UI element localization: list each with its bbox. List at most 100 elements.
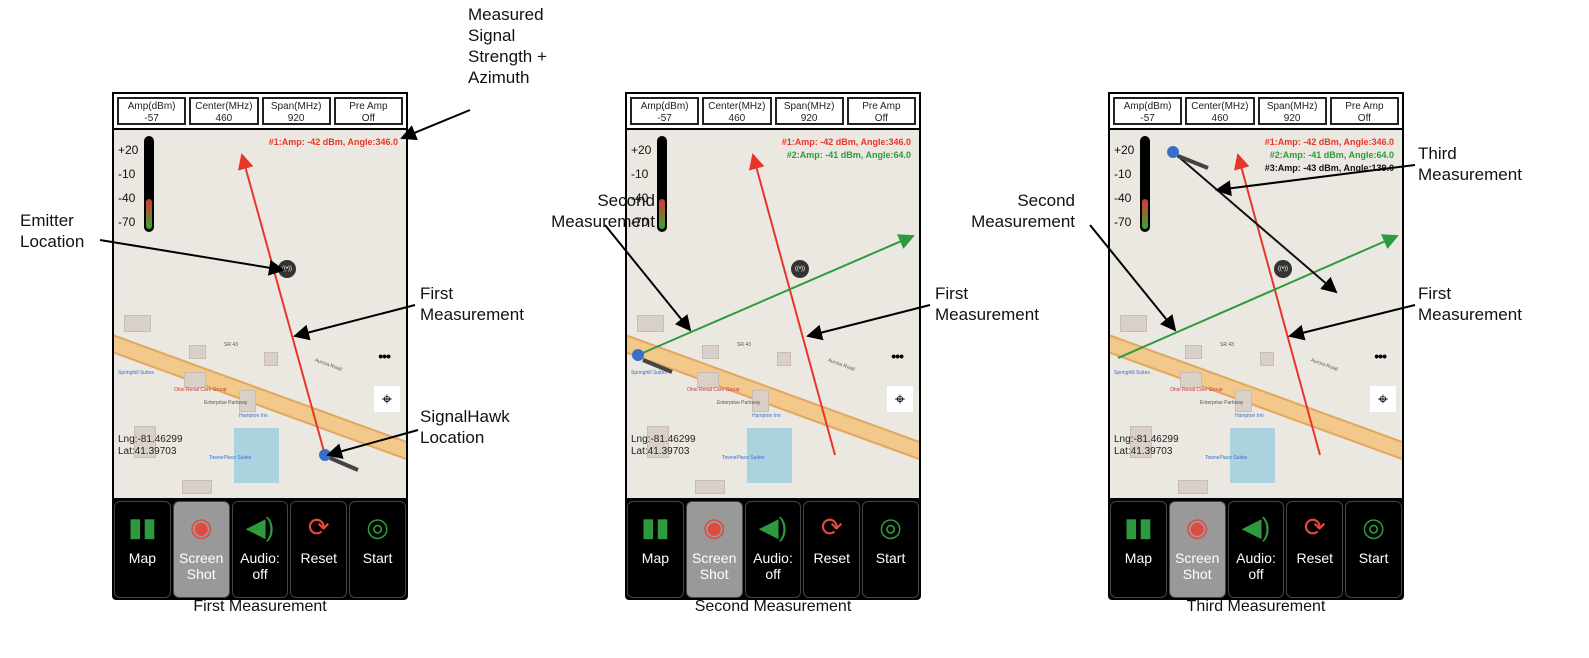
map-icon: ▮▮	[641, 512, 670, 542]
road-label: Aurora Road	[826, 357, 856, 373]
camera-icon: ◉	[1185, 512, 1209, 542]
building	[695, 480, 725, 494]
button-label: Reset	[813, 550, 851, 566]
annotation-first-2: First Measurement	[935, 284, 1039, 324]
setting-value: -57	[657, 113, 672, 124]
setting-label: Span(MHz)	[1266, 101, 1318, 112]
map-button[interactable]: ▮▮Map	[1110, 501, 1167, 598]
audiooff-button[interactable]: ◀)Audio: off	[1227, 501, 1285, 598]
scale-tick: -10	[118, 167, 136, 181]
radar-icon: ◎	[879, 512, 902, 542]
setting-centermhz[interactable]: Center(MHz)460	[189, 97, 259, 125]
annotation-signal: Measured Signal Strength + Azimuth	[468, 5, 547, 87]
start-button[interactable]: ◎Start	[349, 501, 406, 598]
building	[264, 352, 278, 366]
annotation-second-3: Second Measurement	[971, 191, 1075, 231]
setting-value: -57	[1140, 113, 1155, 124]
longitude: Lng:-81.46299	[118, 434, 183, 445]
more-options-button[interactable]: •••	[1374, 348, 1387, 364]
button-bar: ▮▮Map◉Screen Shot ◀) Audio: off ⟳Reset◎Star…	[625, 499, 921, 600]
map-label-hampton: Hampton Inn	[752, 413, 781, 419]
setting-ampdbm[interactable]: Amp(dBm)-57	[630, 97, 700, 125]
setting-value: 920	[800, 113, 818, 124]
setting-value: 460	[1211, 113, 1229, 124]
setting-label: Amp(dBm)	[1123, 101, 1172, 112]
building	[697, 372, 719, 388]
button-label: Start	[1358, 550, 1389, 566]
signal-meter	[657, 136, 667, 232]
button-label: Map	[1124, 550, 1153, 566]
screenshot-button[interactable]: ◉Screen Shot	[172, 501, 230, 598]
screenshot-button[interactable]: ◉ Screen Shot	[1168, 501, 1226, 598]
setting-ampdbm[interactable]: Amp(dBm)-57	[117, 97, 187, 125]
setting-label: Pre Amp	[862, 101, 901, 112]
building	[189, 345, 206, 359]
panel-caption: Third Measurement	[1186, 598, 1326, 615]
screenshot-button[interactable]: ◉Screen Shot	[685, 501, 743, 598]
measurement-readout: #1:Amp: -42 dBm, Angle:346.0	[268, 137, 398, 147]
building	[184, 372, 206, 388]
annotation-signalhawk: SignalHawk Location	[420, 407, 510, 447]
map-label-parkway: Enterprise Parkway	[717, 400, 761, 406]
reset-button[interactable]: ⟳Reset	[803, 501, 861, 598]
reset-button[interactable]: ⟳Reset	[1286, 501, 1344, 598]
audiooff-button[interactable]: ◀) Audio: off	[744, 501, 802, 598]
measurement-readout: #1:Amp: -42 dBm, Angle:346.0	[1264, 137, 1394, 147]
signal-meter	[1140, 136, 1150, 232]
setting-label: Amp(dBm)	[640, 101, 689, 112]
measurement-readout: #2:Amp: -41 dBm, Angle:64.0	[786, 150, 911, 160]
reset-button[interactable]: ⟳Reset	[290, 501, 348, 598]
setting-ampdbm[interactable]: Amp(dBm)-57	[1113, 97, 1183, 125]
map-button[interactable]: ▮▮Map	[114, 501, 171, 598]
button-label: Audio: off	[753, 550, 793, 582]
speaker-icon: ◀)	[758, 512, 788, 542]
locate-button[interactable]: ⌖	[374, 386, 400, 412]
annotation-emitter: Emitter Location	[20, 211, 85, 251]
signal-level	[659, 199, 665, 229]
button-label: Screen Shot	[179, 550, 224, 582]
start-button[interactable]: ◎Start	[1345, 501, 1402, 598]
setting-centermhz[interactable]: Center(MHz)460	[702, 97, 772, 125]
scale-tick: -10	[631, 167, 649, 181]
panel-caption: Second Measurement	[694, 598, 852, 615]
scale-tick: -40	[631, 191, 649, 205]
audiooff-button[interactable]: ◀)Audio: off	[231, 501, 289, 598]
annotation-second-2: Second Measurement	[551, 191, 655, 231]
map-label-springhill: Springhill Suites	[1114, 370, 1150, 376]
road-label: Aurora Road	[313, 357, 343, 373]
map-label-renal: Ohio Renal Care Group	[1170, 387, 1223, 393]
setting-value: Off	[361, 113, 375, 124]
locate-button[interactable]: ⌖	[1370, 386, 1396, 412]
measurement-list: #1:Amp: -42 dBm, Angle:346.0#2:Amp: -41 …	[1265, 136, 1394, 175]
locate-button[interactable]: ⌖	[887, 386, 913, 412]
setting-spanmhz[interactable]: Span(MHz)920	[774, 97, 844, 125]
scale-tick: +20	[1114, 143, 1135, 157]
more-options-button[interactable]: •••	[891, 348, 904, 364]
button-label: Screen Shot	[1175, 550, 1220, 582]
setting-spanmhz[interactable]: Span(MHz)920	[1257, 97, 1327, 125]
start-button[interactable]: ◎Start	[862, 501, 919, 598]
scale-tick: -40	[118, 191, 136, 205]
setting-centermhz[interactable]: Center(MHz)460	[1185, 97, 1255, 125]
map-button[interactable]: ▮▮Map	[627, 501, 684, 598]
measurement-list: #1:Amp: -42 dBm, Angle:346.0	[269, 136, 398, 149]
camera-icon: ◉	[702, 512, 726, 542]
building	[1178, 480, 1208, 494]
signal-scale: +20-10-40-70	[118, 138, 138, 234]
more-options-button[interactable]: •••	[378, 348, 391, 364]
map-label-renal: Ohio Renal Care Group	[687, 387, 740, 393]
setting-spanmhz[interactable]: Span(MHz)920	[261, 97, 331, 125]
map-label-springhill: Springhill Suites	[631, 370, 667, 376]
setting-value: 920	[287, 113, 305, 124]
latitude: Lat:41.39703	[631, 446, 690, 457]
